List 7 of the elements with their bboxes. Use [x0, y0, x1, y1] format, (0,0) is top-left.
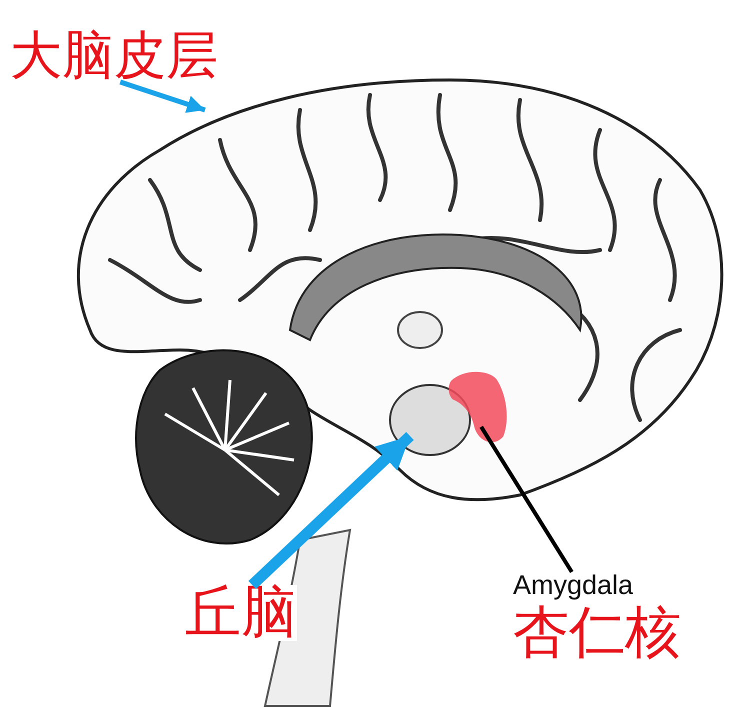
chinese-label: 大脑皮层 — [10, 30, 218, 82]
arrow — [248, 432, 414, 589]
chinese-label: 杏仁核 — [513, 605, 681, 661]
arrow — [119, 80, 206, 113]
leader-line — [480, 426, 574, 574]
chinese-label: 丘脑 — [185, 585, 297, 641]
label-text: Amygdala — [513, 572, 634, 599]
